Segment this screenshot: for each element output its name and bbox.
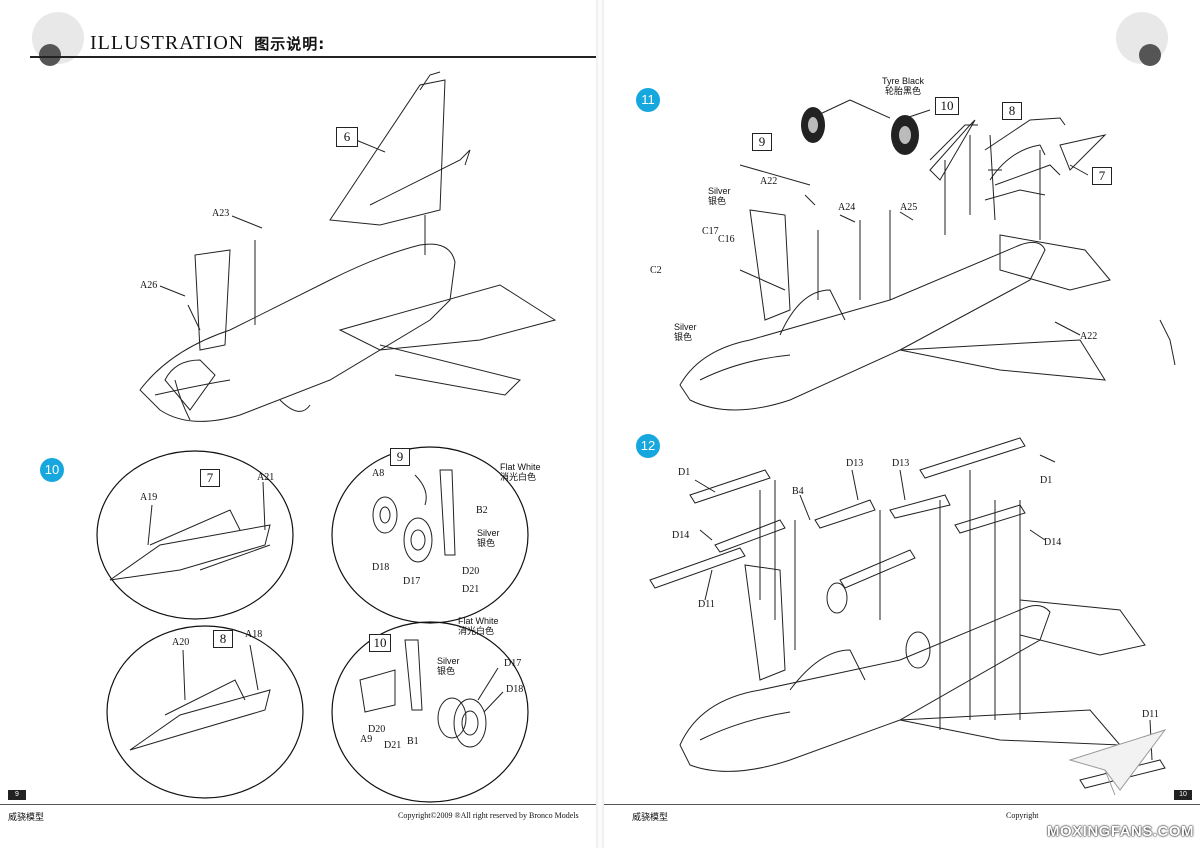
part-label-a25: A25 bbox=[900, 202, 918, 213]
part-label-d11: D11 bbox=[698, 599, 715, 610]
part-label-d1-b: D1 bbox=[1040, 475, 1053, 486]
header-decor-dot bbox=[39, 44, 61, 66]
aircraft-step11-drawing bbox=[679, 99, 1176, 411]
part-box-6: 6 bbox=[336, 127, 358, 147]
step10-callout-circles bbox=[96, 446, 529, 803]
paint-note-silver-b: Silver 银色 bbox=[674, 322, 697, 342]
part-box-8: 8 bbox=[1002, 102, 1022, 120]
paint-name: Silver bbox=[437, 656, 460, 666]
page-number: 9 bbox=[8, 790, 26, 800]
part-label-d1: D1 bbox=[678, 467, 691, 478]
paint-name: Flat White bbox=[458, 616, 499, 626]
watermark-text: MOXINGFANS.COM bbox=[1046, 823, 1194, 840]
part-label-d21: D21 bbox=[462, 584, 480, 595]
paint-name: Silver bbox=[708, 186, 731, 196]
part-box-7: 7 bbox=[1092, 167, 1112, 185]
paint-note-silver: Silver 银色 bbox=[477, 528, 500, 548]
page-number: 10 bbox=[1174, 790, 1192, 800]
right-page: 11 9 10 8 7 A22 A24 A25 C17 C16 C2 A22 T… bbox=[600, 0, 1200, 848]
part-label-a20: A20 bbox=[172, 637, 190, 648]
part-label-d13-b: D13 bbox=[892, 458, 910, 469]
part-label-d20: D20 bbox=[462, 566, 480, 577]
part-box-10: 10 bbox=[935, 97, 959, 115]
header-decor-dot bbox=[1139, 44, 1161, 66]
paint-note-flat-white: Flat White 消光白色 bbox=[500, 462, 541, 482]
left-page-art bbox=[32, 12, 557, 803]
part-label-d21-b: D21 bbox=[384, 740, 402, 751]
footer-brand: 威骁模型 bbox=[632, 813, 669, 823]
part-box-9: 9 bbox=[752, 133, 772, 151]
left-page: ILLUSTRATION 图示说明: 6 A23 A26 10 7 A19 A21… bbox=[0, 12, 596, 823]
part-label-a22-b: A22 bbox=[1080, 331, 1098, 342]
part-label-d20-b: D20 bbox=[368, 724, 386, 735]
part-label-c16: C16 bbox=[718, 234, 735, 245]
aircraft-main-drawing bbox=[139, 71, 557, 422]
part-label-d14: D14 bbox=[672, 530, 690, 541]
paint-name: Tyre Black bbox=[882, 76, 925, 86]
paint-name-cn: 银色 bbox=[708, 196, 727, 206]
part-label-d14-b: D14 bbox=[1044, 537, 1062, 548]
paint-name-cn: 轮胎黑色 bbox=[885, 86, 922, 96]
part-label-a22: A22 bbox=[760, 176, 778, 187]
step-number-11: 11 bbox=[636, 88, 660, 112]
title-en: ILLUSTRATION bbox=[90, 32, 245, 54]
part-label-d11-b: D11 bbox=[1142, 709, 1159, 720]
part-box-7: 7 bbox=[200, 469, 220, 487]
step-number-10: 10 bbox=[40, 458, 64, 482]
footer-rule bbox=[604, 804, 1200, 805]
part-label-a19: A19 bbox=[140, 492, 158, 503]
part-label-d13: D13 bbox=[846, 458, 864, 469]
part-label-a26: A26 bbox=[140, 280, 158, 291]
pylon-parts-drawing bbox=[109, 481, 271, 751]
book-spine bbox=[596, 0, 604, 848]
part-box-10: 10 bbox=[369, 634, 391, 652]
part-label-b2: B2 bbox=[476, 505, 488, 516]
part-label-a8: A8 bbox=[372, 468, 385, 479]
header-rule bbox=[30, 56, 596, 58]
step-number-12: 12 bbox=[636, 434, 660, 458]
part-label-a18: A18 bbox=[245, 629, 263, 640]
paint-name-cn: 银色 bbox=[437, 666, 456, 676]
paint-note-silver: Silver 银色 bbox=[708, 186, 731, 206]
footer-copyright: Copyright bbox=[1006, 811, 1039, 820]
paint-name: Silver bbox=[674, 322, 697, 332]
aircraft-step12-drawing bbox=[649, 437, 1166, 789]
paint-name-cn: 银色 bbox=[477, 538, 496, 548]
paint-name: Flat White bbox=[500, 462, 541, 472]
paint-name: Silver bbox=[477, 528, 500, 538]
tyre-drawings-step12 bbox=[826, 582, 931, 669]
footer-copyright: Copyright©2009 ®All right reserved by Br… bbox=[398, 811, 579, 820]
paint-name-cn: 消光白色 bbox=[500, 472, 537, 482]
part-label-a9: A9 bbox=[360, 734, 373, 745]
part-label-d18: D18 bbox=[372, 562, 390, 573]
footer-brand: 威骁模型 bbox=[8, 813, 45, 823]
paint-note-tyre-black: Tyre Black 轮胎黑色 bbox=[882, 76, 924, 96]
title-cn: 图示说明: bbox=[254, 35, 326, 53]
part-label-b4: B4 bbox=[792, 486, 804, 497]
part-box-8: 8 bbox=[213, 630, 233, 648]
tyre-drawings bbox=[801, 107, 919, 155]
footer-rule bbox=[0, 804, 596, 805]
paint-note-flat-white-b: Flat White 消光白色 bbox=[458, 616, 499, 636]
right-page-art bbox=[649, 12, 1176, 789]
part-label-b1: B1 bbox=[407, 736, 419, 747]
part-label-a23: A23 bbox=[212, 208, 230, 219]
page-title: ILLUSTRATION 图示说明: bbox=[90, 32, 325, 55]
paint-name-cn: 银色 bbox=[674, 332, 693, 342]
part-label-c2: C2 bbox=[650, 265, 662, 276]
part-label-a21: A21 bbox=[257, 472, 275, 483]
part-label-d17: D17 bbox=[403, 576, 421, 587]
part-label-a24: A24 bbox=[838, 202, 856, 213]
paint-name-cn: 消光白色 bbox=[458, 626, 495, 636]
paint-note-silver-b: Silver 银色 bbox=[437, 656, 460, 676]
part-label-d17-b: D17 bbox=[504, 658, 522, 669]
landing-gear-parts-drawing bbox=[359, 469, 504, 748]
part-box-9: 9 bbox=[390, 448, 410, 466]
part-label-d18-b: D18 bbox=[506, 684, 524, 695]
part-label-c17: C17 bbox=[702, 226, 719, 237]
